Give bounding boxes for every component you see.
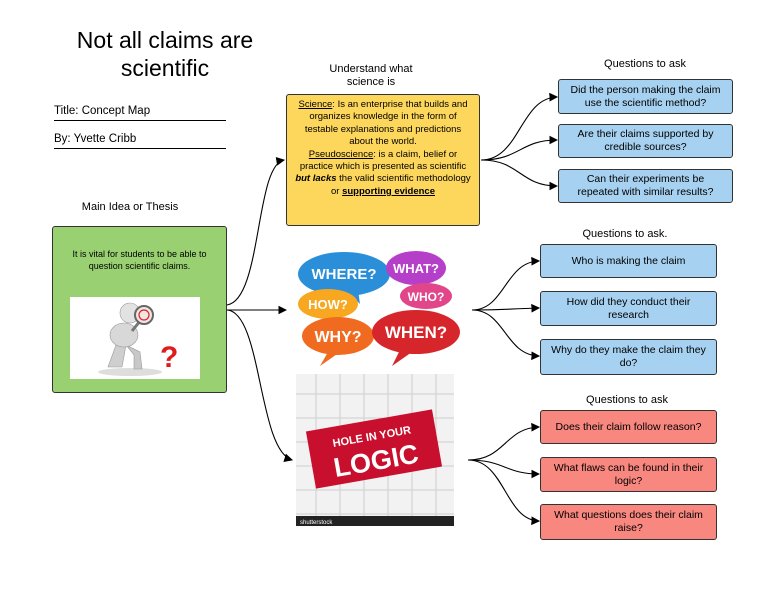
connector-g2-1 (471, 256, 541, 311)
question-box-who: Who is making the claim (540, 244, 717, 278)
group3-header: Questions to ask (586, 394, 668, 406)
but-lacks-emphasis: but lacks (295, 173, 337, 185)
understand-header: Understand what science is (329, 63, 413, 88)
bubble-who: WHO? (408, 290, 445, 304)
main-idea-header: Main Idea or Thesis (81, 201, 179, 213)
pseudoscience-term: Pseudoscience (308, 148, 374, 160)
group2-header: Questions to ask. (582, 228, 668, 240)
author-line: By: Yvette Cribb (54, 133, 226, 149)
question-box-repeated: Can their experiments be repeated with s… (558, 169, 733, 203)
image-credit: shutterstock (300, 520, 333, 526)
question-box-raise: What questions does their claim raise? (540, 504, 717, 540)
group1-header: Questions to ask (604, 58, 686, 70)
connector-g3-3 (467, 459, 541, 526)
connector-g2-3 (471, 309, 541, 361)
connector-g3-2 (467, 459, 541, 479)
connector-g1-3 (480, 159, 559, 191)
question-box-why: Why do they make the claim they do? (540, 339, 717, 375)
connector-g1-2 (480, 135, 559, 161)
connector-to-definitions (226, 157, 286, 306)
hole-in-logic-image: HOLE IN YOUR LOGIC shutterstock (296, 374, 454, 526)
pseudoscience-definition-cont: the valid scientific methodology or (331, 173, 471, 197)
bubble-what: WHAT? (393, 261, 439, 276)
bubble-where: WHERE? (312, 266, 377, 283)
question-box-reason: Does their claim follow reason? (540, 410, 717, 444)
connector-g1-1 (480, 92, 559, 161)
bubble-when: WHEN? (385, 323, 447, 342)
question-bubbles-image: WHERE? WHAT? HOW? WHO? WHY? WHEN? (288, 248, 470, 368)
connector-g2-2 (471, 303, 541, 313)
supporting-evidence-emphasis: supporting evidence (342, 185, 435, 197)
science-definition: : Is an enterprise that builds and organ… (304, 99, 468, 148)
definitions-box: Science: Is an enterprise that builds an… (286, 94, 480, 226)
page-title: Not all claims are scientific (76, 27, 254, 81)
bubble-why: WHY? (314, 329, 361, 346)
question-box-how: How did they conduct their research (540, 291, 717, 326)
science-term: Science (298, 99, 333, 110)
connector-to-logic (226, 309, 294, 463)
connector-g3-1 (467, 422, 541, 461)
question-box-method: Did the person making the claim use the … (558, 79, 733, 114)
question-box-sources: Are their claims supported by credible s… (558, 124, 733, 158)
bubble-how: HOW? (308, 297, 348, 312)
question-mark-icon: ? (160, 341, 178, 374)
magnifier-figure-image: ? (70, 297, 200, 379)
main-idea-box: It is vital for students to be able to q… (52, 226, 227, 393)
main-idea-text: It is vital for students to be able to q… (72, 249, 207, 271)
title-line: Title: Concept Map (54, 105, 226, 121)
pseudoscience-definition: : is a claim, belief or practice which i… (299, 148, 467, 173)
question-box-flaws: What flaws can be found in their logic? (540, 457, 717, 492)
